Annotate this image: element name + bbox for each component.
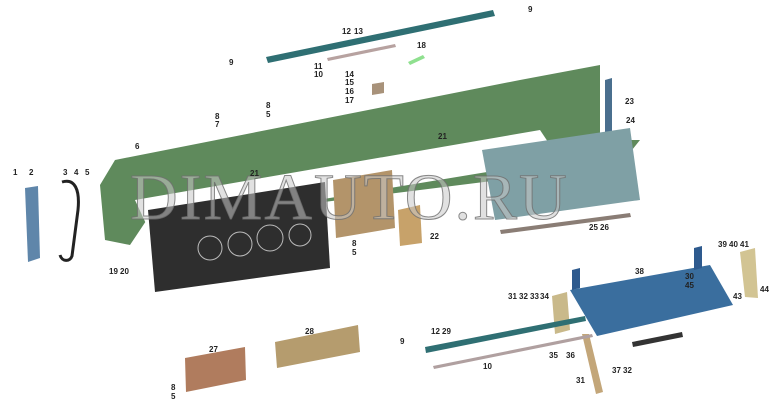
watermark: DIMAUTO.RU <box>130 161 569 235</box>
callout-label: 8 <box>352 239 357 248</box>
callout-label: 34 <box>540 292 549 301</box>
rod-12-lower <box>425 316 586 353</box>
callout-label: 9 <box>229 58 234 67</box>
callout-label: 19 <box>109 267 118 276</box>
bracket-22 <box>398 205 422 246</box>
cover-27 <box>185 347 246 392</box>
callout-label: 32 <box>623 366 632 375</box>
callout-label: 24 <box>626 116 635 125</box>
callout-label: 11 <box>314 62 323 71</box>
callout-label: 40 <box>729 240 738 249</box>
callout-label: 5 <box>171 392 176 401</box>
tray-38 <box>570 265 733 336</box>
callout-label: 36 <box>566 351 575 360</box>
instrument-panel <box>148 182 330 292</box>
gauge <box>256 224 284 252</box>
callout-label: 21 <box>250 169 259 178</box>
callout-label: 10 <box>314 70 323 79</box>
callout-label: 8 <box>266 101 271 110</box>
callout-label: 17 <box>345 96 354 105</box>
callout-label: 9 <box>400 337 405 346</box>
callout-label: 7 <box>215 120 220 129</box>
strip <box>632 332 683 347</box>
callout-label: 32 <box>519 292 528 301</box>
callout-label: 43 <box>733 292 742 301</box>
bracket-23 <box>605 78 612 142</box>
bracket-17 <box>372 82 384 95</box>
callout-label: 35 <box>549 351 558 360</box>
callout-label: 33 <box>530 292 539 301</box>
callout-label: 5 <box>266 110 271 119</box>
callout-label: 20 <box>120 267 129 276</box>
callout-label: 14 <box>345 70 354 79</box>
callout-label: 5 <box>352 248 357 257</box>
top-rod-12 <box>266 10 495 63</box>
callout-label: 8 <box>215 112 220 121</box>
rod-29 <box>433 334 593 369</box>
bracket-34 <box>552 292 570 334</box>
callout-label: 44 <box>760 285 769 294</box>
callout-label: 1 <box>13 168 18 177</box>
callout-label: 28 <box>305 327 314 336</box>
callout-label: 10 <box>483 362 492 371</box>
callout-label: 18 <box>417 41 426 50</box>
callout-label: 4 <box>74 168 79 177</box>
callout-label: 31 <box>576 376 585 385</box>
callout-label: 3 <box>63 168 68 177</box>
bracket-41 <box>740 248 758 298</box>
clip-18 <box>408 55 425 65</box>
callout-label: 23 <box>625 97 634 106</box>
callout-label: 2 <box>29 168 34 177</box>
callout-label: 41 <box>740 240 749 249</box>
callout-label: 25 <box>589 223 598 232</box>
bracket-small-right <box>694 246 702 270</box>
callout-label: 27 <box>209 345 218 354</box>
callout-label: 39 <box>718 240 727 249</box>
callout-label: 13 <box>354 27 363 36</box>
callout-label: 8 <box>171 383 176 392</box>
glovebox-24 <box>482 128 640 220</box>
callout-label: 26 <box>600 223 609 232</box>
callout-label: 15 <box>345 78 354 87</box>
switch-panel <box>333 170 395 238</box>
callout-label: 16 <box>345 87 354 96</box>
callout-label: 31 <box>508 292 517 301</box>
gauge <box>288 223 312 247</box>
callout-label: 45 <box>685 281 694 290</box>
callout-label: 12 <box>431 327 440 336</box>
callout-label: 30 <box>685 272 694 281</box>
side-cover-2 <box>25 186 40 262</box>
rod-13 <box>327 44 396 61</box>
strap-3 <box>58 179 80 262</box>
callout-label: 38 <box>635 267 644 276</box>
callout-label: 37 <box>612 366 621 375</box>
bracket-36 <box>582 334 603 394</box>
callout-label: 21 <box>438 132 447 141</box>
callout-label: 6 <box>135 142 140 151</box>
cover-28 <box>275 325 360 368</box>
bar-25 <box>500 213 631 234</box>
gauge <box>227 231 253 257</box>
callout-label: 29 <box>442 327 451 336</box>
callout-label: 22 <box>430 232 439 241</box>
callout-label: 9 <box>528 5 533 14</box>
bracket-small-left <box>572 268 580 290</box>
callout-label: 5 <box>85 168 90 177</box>
gauge <box>197 235 223 261</box>
callout-label: 12 <box>342 27 351 36</box>
